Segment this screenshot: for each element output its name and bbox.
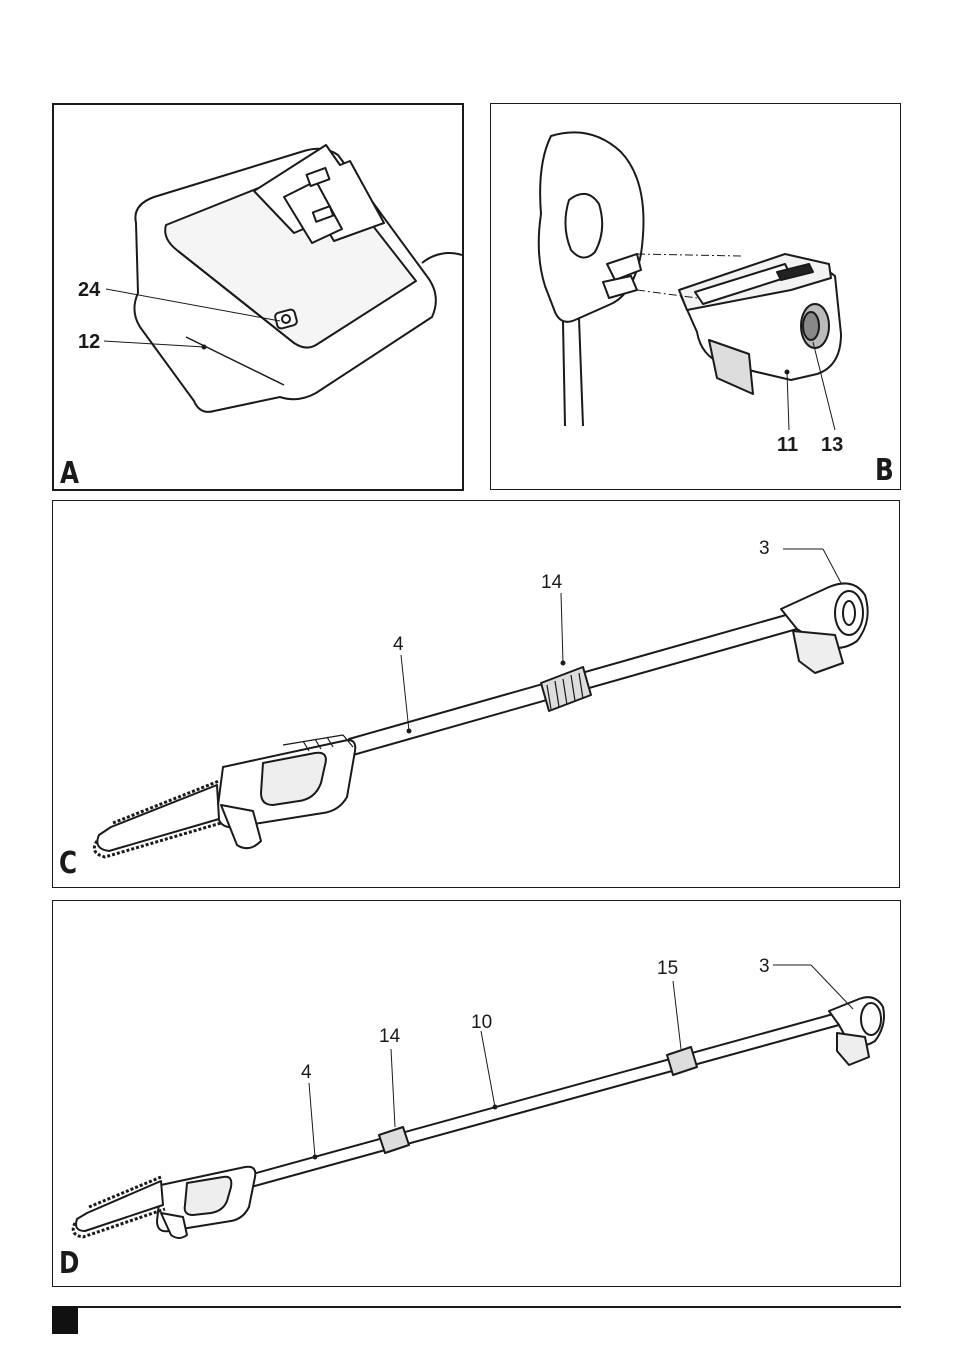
figure-d-panel: 15 3 10 14 4 D [52,900,901,1287]
figure-letter-d: D [59,1249,79,1279]
callout-24: 24 [78,281,100,300]
charger-illustration [54,105,462,489]
figure-a-panel: 24 12 A [52,103,464,491]
callout-4: 4 [301,1063,312,1082]
callout-10: 10 [471,1013,492,1032]
figure-c-panel: 3 14 4 C [52,500,900,888]
callout-3: 3 [759,957,770,976]
page-marker [52,1306,78,1334]
pole-saw-illustration [53,501,899,887]
callout-12: 12 [78,333,100,352]
battery-insertion-illustration [491,104,900,489]
footer-rule [52,1306,901,1308]
callout-14: 14 [379,1027,400,1046]
figure-letter-a: A [60,459,79,489]
callout-3: 3 [759,539,770,558]
callout-13: 13 [821,436,843,455]
figure-b-panel: 11 13 B [490,103,901,490]
callout-4: 4 [393,635,404,654]
callout-15: 15 [657,959,678,978]
figure-letter-b: B [875,456,894,486]
pole-saw-extended-illustration [53,901,900,1286]
callout-14: 14 [541,573,562,592]
figure-letter-c: C [59,849,77,879]
callout-11: 11 [777,436,798,455]
